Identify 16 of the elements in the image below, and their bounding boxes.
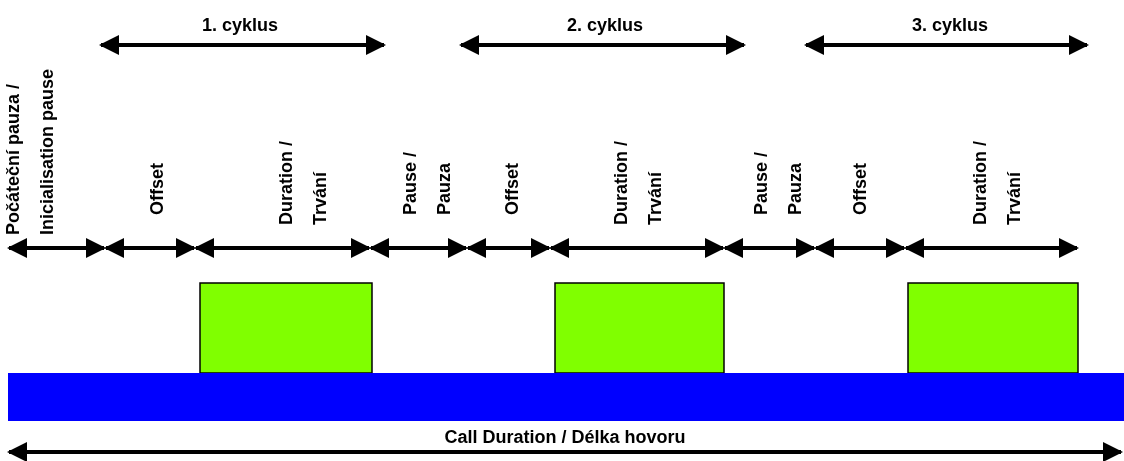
active-block — [907, 282, 1079, 374]
cycle-label: 2. cyklus — [567, 14, 644, 36]
segment-label: Duration / Trvání — [969, 140, 1025, 225]
segment-label: Pause / Pauza — [750, 150, 806, 215]
segment-label: Počáteční pauza / Inicialisation pause — [2, 67, 58, 235]
segment-label: Offset — [146, 162, 168, 215]
active-block — [554, 282, 725, 374]
segment-label: Duration / Trvání — [610, 140, 666, 225]
cycle-label: 1. cyklus — [202, 14, 279, 36]
call-bar — [8, 373, 1124, 421]
segment-label: Duration / Trvání — [275, 140, 331, 225]
segment-label: Offset — [501, 162, 523, 215]
segment-label: Pause / Pauza — [399, 150, 455, 215]
active-block — [199, 282, 373, 374]
cycle-label: 3. cyklus — [912, 14, 989, 36]
segment-label: Offset — [849, 162, 871, 215]
